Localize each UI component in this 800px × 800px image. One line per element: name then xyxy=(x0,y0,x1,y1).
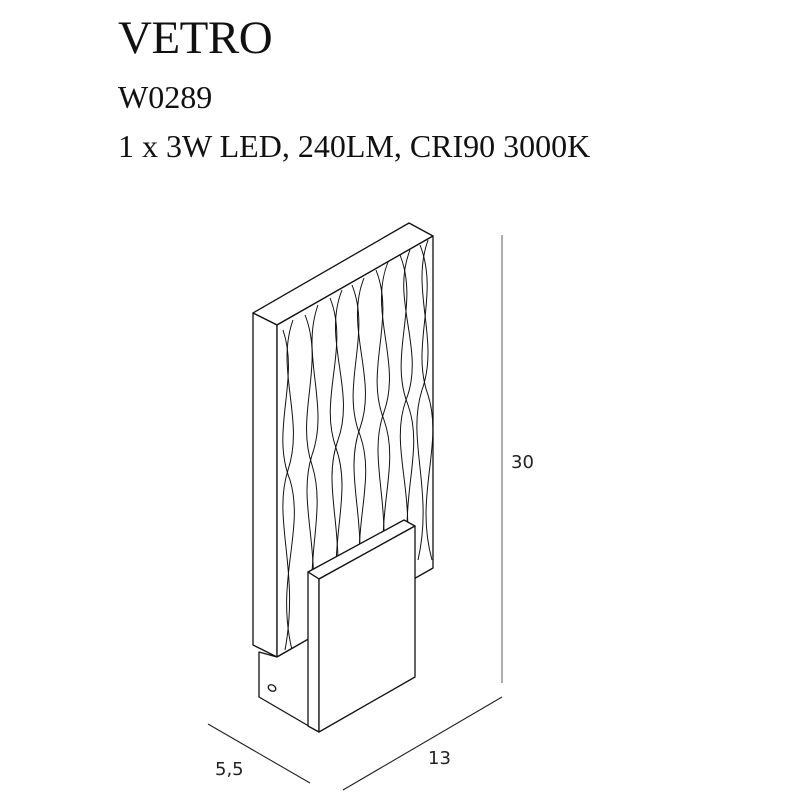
product-name: VETRO xyxy=(118,12,273,64)
box-front-face xyxy=(318,525,416,733)
width-dimension-label: 13 xyxy=(428,748,451,769)
screw-hole xyxy=(267,684,277,692)
height-dimension-label: 30 xyxy=(511,452,534,473)
product-spec: 1 x 3W LED, 240LM, CRI90 3000K xyxy=(118,128,591,164)
depth-dimension-label: 5,5 xyxy=(215,759,244,780)
wave-pattern xyxy=(282,239,433,651)
box-side-face xyxy=(307,571,320,733)
front-box xyxy=(307,519,416,733)
depth-dimension-line xyxy=(207,723,311,784)
dimension-lines-dark xyxy=(207,696,503,791)
width-dimension-line xyxy=(342,696,503,791)
product-code: W0289 xyxy=(118,79,213,115)
panel-side-face xyxy=(252,312,278,658)
